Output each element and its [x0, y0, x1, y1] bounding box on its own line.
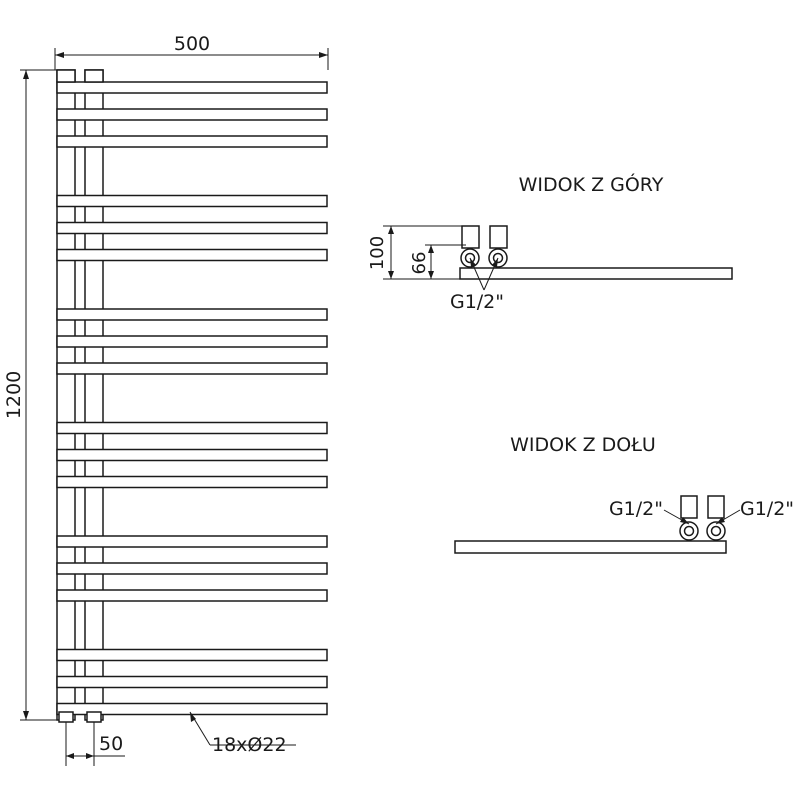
top-view-title: WIDOK Z GÓRY	[519, 172, 664, 196]
top-view-dim-66-label: 66	[409, 252, 430, 275]
spacing-label: 50	[99, 733, 123, 755]
heating-bars	[56, 81, 328, 716]
top-view: WIDOK Z GÓRY 100 66 G1/2"	[367, 172, 733, 313]
right-collector-cap	[84, 69, 104, 83]
bottom-view-valve-left	[680, 495, 698, 519]
heating-bar	[56, 675, 328, 689]
heating-bar	[56, 81, 328, 94]
heating-bar	[56, 335, 328, 348]
tube-label: 18xØ22	[212, 734, 287, 756]
top-view-valve-left	[461, 225, 480, 249]
bottom-view-body	[454, 540, 727, 554]
height-dimension: 1200	[3, 69, 57, 721]
top-view-dim-100-label: 100	[367, 236, 388, 270]
heating-bar	[56, 221, 328, 235]
width-dimension: 500	[54, 33, 329, 70]
right-collector-tube	[84, 69, 104, 721]
bottom-view-title: WIDOK Z DOŁU	[510, 434, 656, 456]
top-view-connection-label: G1/2"	[450, 291, 504, 313]
bottom-view: WIDOK Z DOŁU G1/2" G1/2"	[454, 434, 794, 554]
spacing-dimension: 50	[65, 722, 125, 766]
heating-bar	[56, 108, 328, 121]
front-view	[56, 69, 328, 723]
left-collector-cap	[56, 69, 76, 83]
tube-leader: 18xØ22	[189, 711, 296, 756]
heating-bar	[56, 475, 328, 489]
heating-bar	[56, 648, 328, 662]
left-collector-tube	[56, 69, 76, 721]
bottom-view-connection-right-label: G1/2"	[740, 498, 794, 520]
heating-bar	[56, 421, 328, 435]
left-bottom-stub	[58, 711, 74, 723]
top-view-valve-right	[489, 225, 508, 249]
right-bottom-stub	[86, 711, 102, 723]
heating-bar	[56, 362, 328, 375]
width-label: 500	[174, 33, 210, 55]
bottom-view-valve-right	[707, 495, 725, 519]
heating-bar	[56, 248, 328, 262]
bottom-view-connection-left-label: G1/2"	[609, 498, 663, 520]
heating-bar	[56, 535, 328, 548]
heating-bar	[56, 589, 328, 602]
top-view-body	[459, 267, 733, 280]
heating-bar	[56, 135, 328, 148]
heating-bar	[56, 308, 328, 321]
heating-bar	[56, 562, 328, 575]
height-label: 1200	[3, 371, 25, 419]
heating-bar	[56, 448, 328, 462]
heating-bar	[56, 194, 328, 208]
